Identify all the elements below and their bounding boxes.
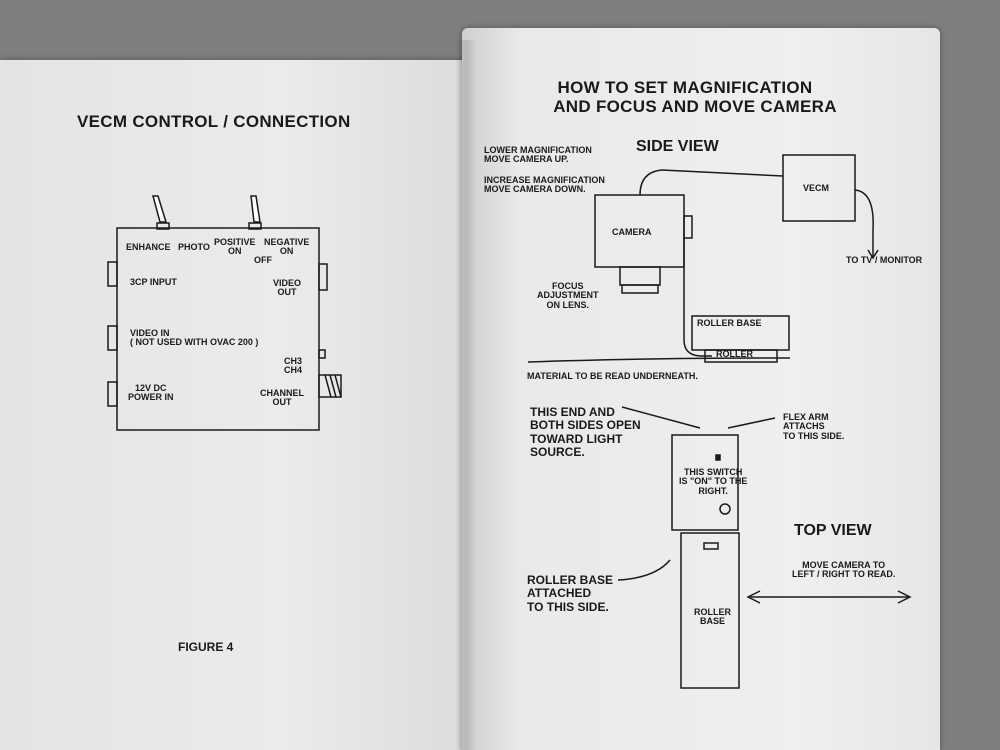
flex-arm-pointer [727, 417, 776, 429]
label-material: MATERIAL TO BE READ UNDERNEATH. [527, 371, 698, 381]
label-channel-out: CHANNEL OUT [260, 388, 304, 408]
side-view-heading: SIDE VIEW [636, 138, 719, 155]
page-title-line2: AND FOCUS AND MOVE CAMERA [553, 97, 837, 116]
flex-arm [683, 238, 712, 357]
label-enhance: ENHANCE [126, 242, 171, 252]
top-base-tab [703, 542, 719, 550]
mode-switch-lever [250, 195, 261, 223]
page-title-line1: HOW TO SET MAGNIFICATION [557, 78, 813, 97]
right-page [462, 28, 940, 750]
label-negative-on: NEGATIVE ON [264, 237, 310, 257]
label-3cp-input: 3CP INPUT [130, 277, 177, 287]
left-page [0, 60, 470, 750]
label-off: OFF [254, 255, 272, 265]
label-roller-base-side: ROLLER BASE [697, 318, 762, 328]
top-camera-box [671, 434, 739, 531]
label-to-monitor: TO TV / MONITOR [846, 255, 923, 265]
jack-video-in [107, 325, 118, 351]
enhance-switch-lever [152, 195, 168, 223]
label-switch-note: THIS SWITCH IS "ON" TO THE RIGHT. [679, 467, 748, 496]
label-lower-magnification: LOWER MAGNIFICATION MOVE CAMERA UP. [484, 145, 592, 165]
label-power-in: 12V DC POWER IN [128, 383, 174, 403]
label-camera: CAMERA [612, 227, 652, 237]
label-move-camera: MOVE CAMERA TO LEFT / RIGHT TO READ. [792, 560, 896, 580]
label-video-in: VIDEO IN ( NOT USED WITH OVAC 200 ) [130, 328, 259, 348]
open-end-pointer [621, 406, 701, 429]
figure-label: FIGURE 4 [178, 640, 234, 654]
label-increase-magnification: INCREASE MAGNIFICATION MOVE CAMERA DOWN. [484, 175, 605, 195]
label-roller: ROLLER [716, 349, 753, 359]
label-vecm: VECM [803, 183, 830, 193]
book-gutter [455, 40, 477, 750]
label-positive-on: POSITIVE ON [214, 237, 256, 257]
label-ch3-ch4: CH3 CH4 [284, 356, 303, 376]
label-photo: PHOTO [178, 242, 210, 252]
camera-cable [639, 169, 784, 196]
jack-3cp-input [107, 261, 118, 287]
ch3-ch4-switch [318, 349, 326, 359]
label-open-end: THIS END AND BOTH SIDES OPEN TOWARD LIGH… [530, 405, 641, 460]
top-switch-circle [719, 503, 731, 515]
side-vecm-box [782, 154, 856, 222]
monitor-arrow [867, 249, 879, 260]
top-switch [715, 454, 721, 461]
page-title-left: VECM CONTROL / CONNECTION [77, 112, 351, 131]
jack-video-out [318, 263, 328, 291]
top-roller-base [680, 532, 740, 689]
material-line [527, 357, 791, 363]
label-video-out: VIDEO OUT [273, 278, 302, 298]
jack-power-in [107, 381, 118, 407]
side-lens-tip [621, 284, 659, 294]
side-camera-knob [683, 215, 693, 239]
label-roller-base-attached: ROLLER BASE ATTACHED TO THIS SIDE. [527, 573, 614, 614]
label-focus-adjustment: FOCUS ADJUSTMENT ON LENS. [537, 281, 599, 310]
enhance-switch-base [156, 222, 170, 230]
monitor-cable [854, 189, 874, 258]
side-roller [704, 349, 778, 363]
roller-base-pointer [617, 559, 671, 581]
label-roller-base-top: ROLLER BASE [694, 607, 731, 627]
top-view-heading: TOP VIEW [794, 522, 872, 539]
mode-switch-base [248, 222, 262, 230]
label-flex-arm: FLEX ARM ATTACHS TO THIS SIDE. [783, 412, 845, 441]
side-lens [619, 266, 661, 286]
